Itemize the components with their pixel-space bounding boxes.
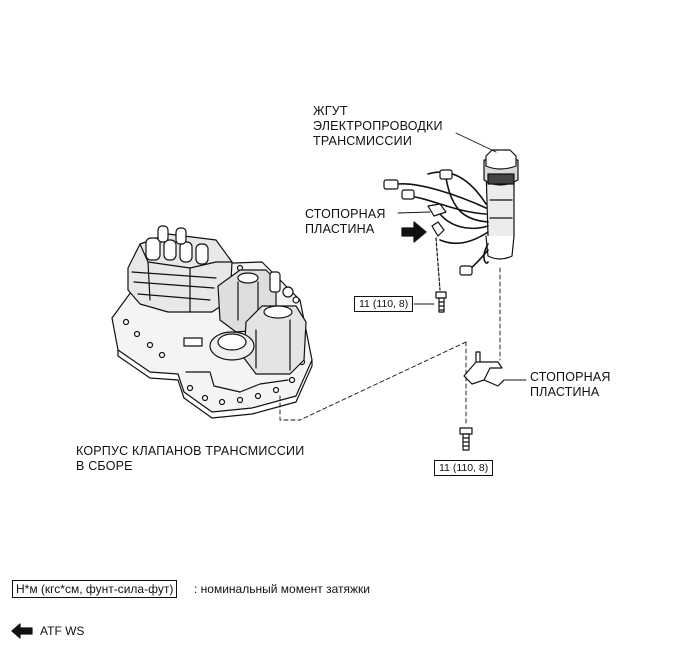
assembly-dashed-lines (279, 267, 501, 425)
upper-bolt-drawing (435, 291, 447, 313)
lock-plate-right-label-line-2: ПЛАСТИНА (530, 385, 600, 399)
leader-lines (397, 132, 527, 381)
atf-legend-label: ATF WS (40, 624, 85, 638)
wire-harness-label-line-1: ЖГУТ (313, 104, 348, 118)
lock-plate-right-drawing (463, 351, 505, 387)
wire-harness-drawing (383, 149, 519, 291)
torque-legend-description: : номинальный момент затяжки (194, 582, 370, 596)
lock-plate-top-label: СТОПОРНАЯ ПЛАСТИНА (305, 207, 386, 237)
torque-unit-legend-box: Н*м (кгс*см, фунт-сила-фут) (12, 580, 178, 598)
valve-body-drawing (111, 225, 313, 419)
lock-plate-top-label-line-2: ПЛАСТИНА (305, 222, 375, 236)
lock-plate-right-label-line-1: СТОПОРНАЯ (530, 370, 611, 384)
wire-harness-label: ЖГУТ ЭЛЕКТРОПРОВОДКИ ТРАНСМИССИИ (313, 104, 443, 149)
valve-body-label-line-2: В СБОРЕ (76, 459, 133, 473)
valve-body-label: КОРПУС КЛАПАНОВ ТРАНСМИССИИ В СБОРЕ (76, 444, 304, 474)
upper-bolt-torque-box: 11 (110, 8) (354, 296, 414, 312)
lock-plate-right-label: СТОПОРНАЯ ПЛАСТИНА (530, 370, 611, 400)
lock-plate-top-label-line-1: СТОПОРНАЯ (305, 207, 386, 221)
legend-arrow-icon (11, 623, 33, 639)
wire-harness-label-line-2: ЭЛЕКТРОПРОВОДКИ (313, 119, 443, 133)
atf-application-arrow (401, 221, 427, 243)
lower-bolt-drawing (459, 427, 473, 451)
wire-harness-label-line-3: ТРАНСМИССИИ (313, 134, 413, 148)
lower-bolt-torque-box: 11 (110, 8) (434, 460, 494, 476)
valve-body-label-line-1: КОРПУС КЛАПАНОВ ТРАНСМИССИИ (76, 444, 305, 458)
